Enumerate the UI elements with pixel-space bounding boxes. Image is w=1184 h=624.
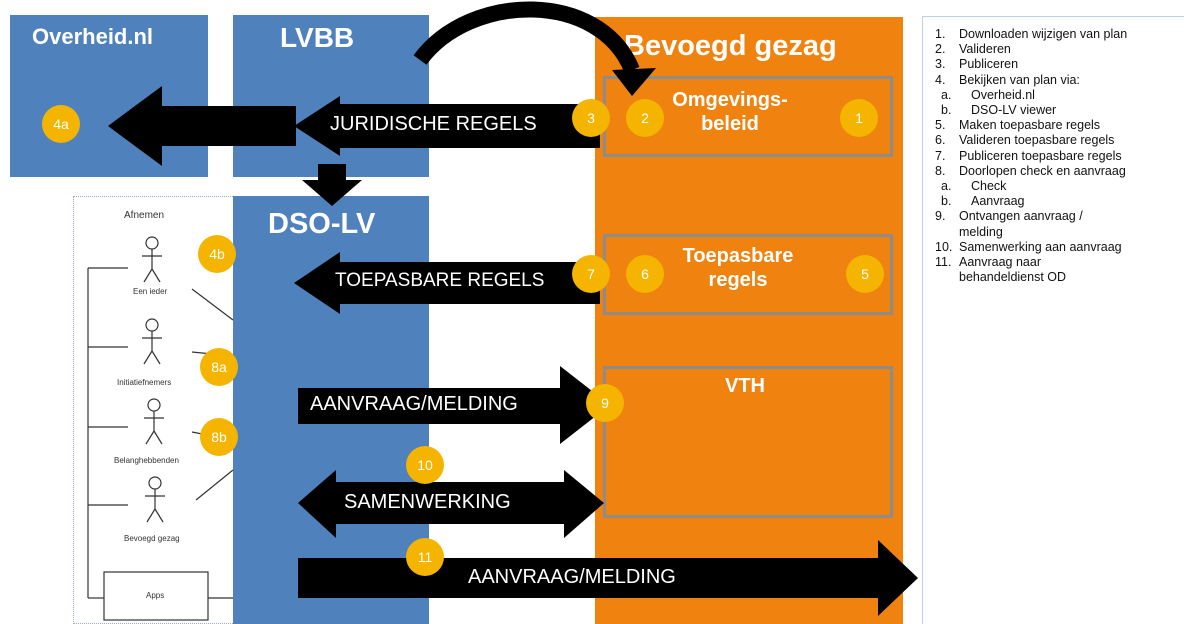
step-circle-4a: 4a <box>42 105 80 143</box>
legend-subitem: b.DSO-LV viewer <box>941 103 1057 118</box>
step-circle-8a: 8a <box>200 348 238 386</box>
actor-label-een-ieder: Een ieder <box>133 287 168 296</box>
apps-label: Apps <box>146 591 165 600</box>
arrow-down-to-dso <box>302 164 362 206</box>
legend-item: 9.Ontvangen aanvraag / melding <box>935 209 1083 239</box>
arrow-aanvraag-melding-2 <box>298 540 918 616</box>
step-circle-3: 3 <box>572 99 610 137</box>
step-circle-8b: 8b <box>200 418 238 456</box>
dso-lv-title: DSO-LV <box>268 208 376 240</box>
step-circle-1: 1 <box>840 99 878 137</box>
toepasbare-regels-label: Toepasbare regels <box>682 245 794 291</box>
step-circle-2: 2 <box>626 99 664 137</box>
step-circle-9: 9 <box>586 384 624 422</box>
apps-box <box>103 571 209 621</box>
vth-box <box>603 366 893 518</box>
arrow-toepasbare-regels <box>294 252 600 314</box>
legend-item: 8.Doorlopen check en aanvraag <box>935 163 1126 178</box>
step-circle-11: 11 <box>406 538 444 576</box>
legend-subitem: b.Aanvraag <box>941 194 1025 209</box>
label-juridische-regels: JURIDISCHE REGELS <box>330 113 537 135</box>
legend-subitem: a.Check <box>941 179 1007 194</box>
step-circle-4b: 4b <box>198 235 236 273</box>
legend-item: 4.Bekijken van plan via: <box>935 72 1080 87</box>
arrow-juridische-regels <box>294 96 600 156</box>
step-circle-10: 10 <box>406 446 444 484</box>
actor-figure-initiatiefnemers <box>142 318 162 365</box>
vth-label: VTH <box>725 375 765 397</box>
legend-item: 10.Samenwerking aan aanvraag <box>935 239 1122 254</box>
lvbb-title: LVBB <box>280 22 355 53</box>
step-circle-6: 6 <box>626 255 664 293</box>
curved-arrow-head <box>612 68 656 96</box>
overheid-title: Overheid.nl <box>32 24 154 49</box>
legend-list: 1.Downloaden wijzigen van plan 2.Valider… <box>923 17 1184 285</box>
label-aanvraag-melding-1: AANVRAAG/MELDING <box>310 393 518 415</box>
label-samenwerking: SAMENWERKING <box>344 491 511 513</box>
legend-item: 5.Maken toepasbare regels <box>935 118 1101 133</box>
legend-item: 2.Valideren <box>935 42 1011 57</box>
bevoegd-gezag-title: Bevoegd gezag <box>624 30 837 62</box>
arrow-samenwerking <box>298 470 604 538</box>
actor-label-bevoegd-gezag: Bevoegd gezag <box>124 534 180 543</box>
arrow-aanvraag-melding-1 <box>298 366 610 444</box>
actor-label-belanghebbenden: Belanghebbenden <box>114 456 179 465</box>
legend-item: 7.Publiceren toepasbare regels <box>935 148 1122 163</box>
label-toepasbare-regels: TOEPASBARE REGELS <box>335 270 545 291</box>
step-circle-7: 7 <box>572 255 610 293</box>
label-aanvraag-melding-2: AANVRAAG/MELDING <box>468 566 676 588</box>
legend-item: 6.Valideren toepasbare regels <box>935 133 1115 148</box>
legend-subitem: a.Overheid.nl <box>941 87 1035 102</box>
legend-item: 1.Downloaden wijzigen van plan <box>935 27 1128 41</box>
curved-arrow <box>413 1 640 74</box>
legend-item: 3.Publiceren <box>935 57 1019 72</box>
actor-figure-belanghebbenden <box>144 398 164 445</box>
afnemen-title: Afnemen <box>124 210 165 221</box>
omgevingsbeleid-label: Omgevings- beleid <box>672 89 788 135</box>
actor-label-initiatiefnemers: Initiatiefnemers <box>117 378 172 387</box>
legend-item: 11.Aanvraag naar behandeldienst OD <box>935 255 1067 285</box>
actor-figure-een-ieder <box>142 236 162 283</box>
step-circle-5: 5 <box>846 255 884 293</box>
overheid-panel <box>10 15 208 177</box>
legend-panel: 1.Downloaden wijzigen van plan 2.Valider… <box>922 16 1184 624</box>
arrow-to-overheid <box>108 86 296 166</box>
actor-figure-bevoegd-gezag <box>145 476 165 523</box>
